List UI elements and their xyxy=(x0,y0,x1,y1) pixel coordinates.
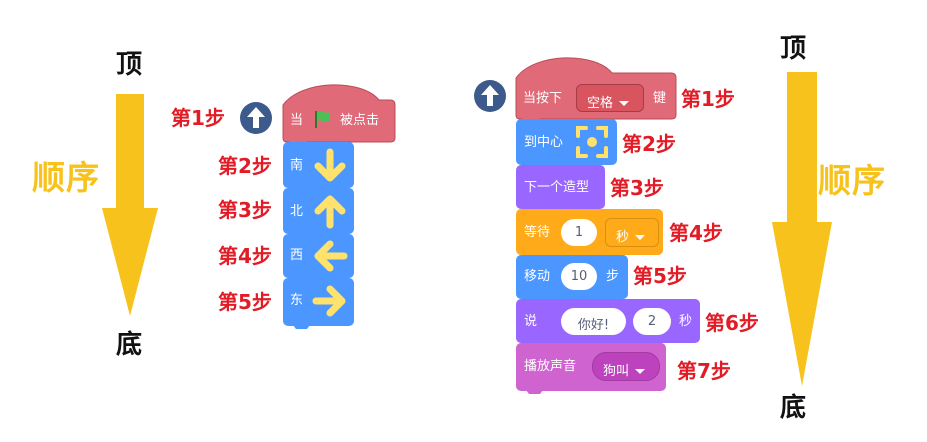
right-step-6: 第6步 xyxy=(705,311,759,335)
go-to-center-label: 到中心 xyxy=(524,135,564,150)
say-unit: 秒 xyxy=(679,314,693,329)
move-label: 移动 xyxy=(524,269,551,284)
move-unit: 步 xyxy=(606,269,620,284)
key-hat-prefix: 当按下 xyxy=(523,91,563,106)
right-step-1: 第1步 xyxy=(681,87,735,111)
hat-prefix-text: 当 xyxy=(290,113,304,128)
right-order-arrow xyxy=(772,72,832,386)
caret-down-icon xyxy=(635,235,646,240)
hat-suffix-text: 被点击 xyxy=(340,113,380,128)
direction-label-south: 南 xyxy=(290,158,304,173)
wait-unit-dropdown[interactable]: 秒 xyxy=(605,218,659,247)
left-step-4: 第4步 xyxy=(218,244,272,268)
wait-seconds-input[interactable]: 1 xyxy=(561,219,597,246)
green-flag-icon xyxy=(315,111,330,128)
arrow-down-icon xyxy=(314,148,346,182)
key-hat-suffix: 键 xyxy=(653,91,667,106)
caret-down-icon xyxy=(619,101,630,106)
left-stack-notch xyxy=(293,325,310,329)
sound-dropdown-value: 狗叫 xyxy=(603,364,630,379)
move-steps-input[interactable]: 10 xyxy=(561,263,597,290)
right-step-4: 第4步 xyxy=(669,221,723,245)
key-dropdown[interactable]: 空格 xyxy=(576,84,644,112)
left-top-label: 顶 xyxy=(116,50,143,80)
start-arrow-icon-right xyxy=(474,80,506,112)
direction-label-east: 东 xyxy=(290,293,304,308)
say-message-input[interactable]: 你好! xyxy=(561,308,626,335)
right-stack-notch xyxy=(526,390,543,394)
left-order-arrow xyxy=(102,94,158,316)
wait-label: 等待 xyxy=(524,225,551,240)
right-top-label: 顶 xyxy=(780,34,807,64)
left-step-2: 第2步 xyxy=(218,154,272,178)
arrow-left-icon xyxy=(314,240,348,272)
start-arrow-icon xyxy=(240,102,272,134)
say-seconds-input[interactable]: 2 xyxy=(633,308,671,335)
left-step-3: 第3步 xyxy=(218,198,272,222)
right-order-label: 顺序 xyxy=(818,161,886,200)
caret-down-icon xyxy=(635,369,646,374)
arrow-right-icon xyxy=(312,285,346,317)
right-step-3: 第3步 xyxy=(610,176,664,200)
next-costume-block[interactable] xyxy=(516,165,605,209)
left-bottom-label: 底 xyxy=(116,330,143,360)
direction-label-north: 北 xyxy=(290,204,304,219)
wait-unit-value: 秒 xyxy=(616,230,630,245)
right-step-2: 第2步 xyxy=(622,132,676,156)
left-step-1: 第1步 xyxy=(171,106,225,130)
sound-dropdown[interactable]: 狗叫 xyxy=(592,352,660,381)
when-flag-clicked-block[interactable] xyxy=(282,84,397,146)
next-costume-label: 下一个造型 xyxy=(524,180,590,195)
right-step-7: 第7步 xyxy=(677,359,731,383)
key-dropdown-value: 空格 xyxy=(587,96,614,111)
left-order-label: 顺序 xyxy=(32,158,100,197)
play-sound-label: 播放声音 xyxy=(524,359,577,374)
say-label: 说 xyxy=(524,314,538,329)
direction-label-west: 西 xyxy=(290,248,304,263)
arrow-up-icon xyxy=(314,195,346,229)
center-target-icon xyxy=(576,126,608,158)
right-step-5: 第5步 xyxy=(633,264,687,288)
left-step-5: 第5步 xyxy=(218,290,272,314)
right-bottom-label: 底 xyxy=(780,393,807,423)
